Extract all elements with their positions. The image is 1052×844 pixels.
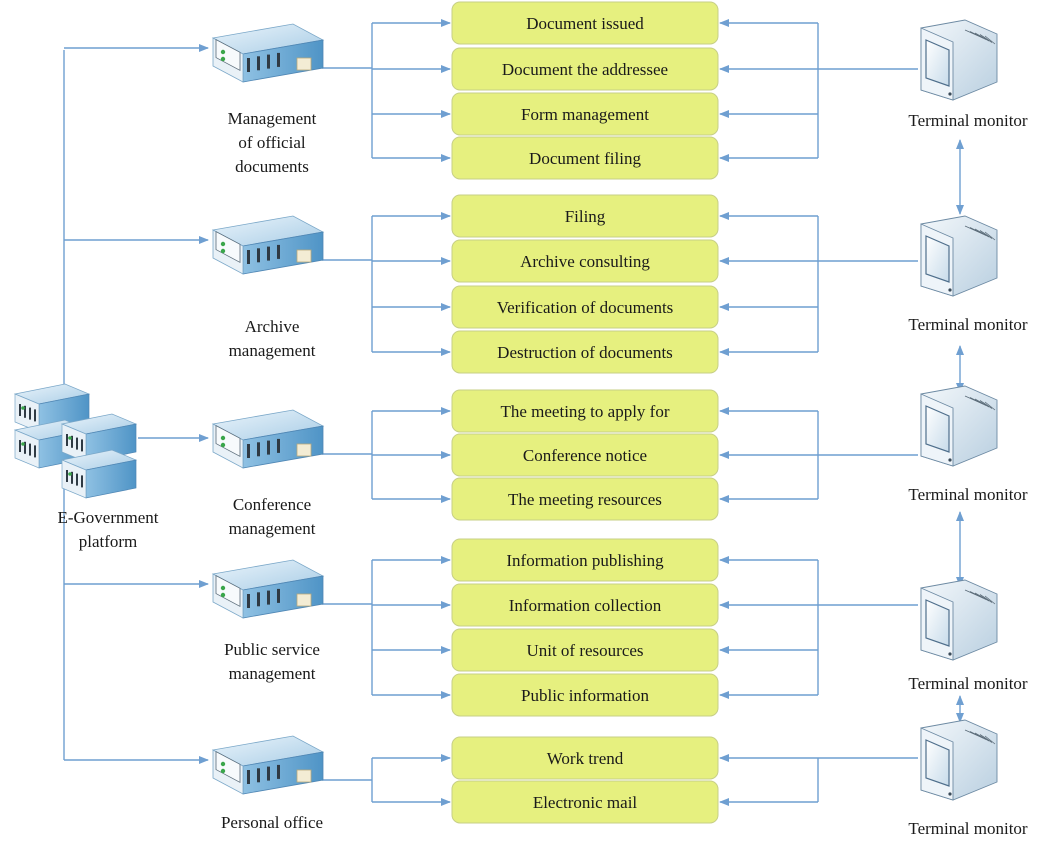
function-box-label: Information collection — [509, 596, 662, 615]
function-box-rect — [451, 628, 719, 672]
function-box-label: Filing — [565, 207, 606, 226]
terminal-label: Terminal monitor — [908, 819, 1028, 838]
function-box-rect — [451, 389, 719, 433]
module-server-icon — [211, 409, 325, 469]
function-box: The meeting resources — [451, 477, 719, 521]
function-box: Information collection — [451, 583, 719, 627]
function-box-label: Information publishing — [506, 551, 664, 570]
module-label-line: Management — [228, 109, 317, 128]
function-box-label: Conference notice — [523, 446, 647, 465]
module-label-line: Personal office — [221, 813, 323, 832]
function-box-label: Public information — [521, 686, 649, 705]
function-box: Verification of documents — [451, 285, 719, 329]
platform-server-rack-icon — [13, 383, 138, 499]
module-label-line: management — [229, 519, 316, 538]
platform-node: E-Government platform — [13, 383, 159, 551]
function-box: Work trend — [451, 736, 719, 780]
function-box-rect — [451, 47, 719, 91]
terminal-monitor-icon — [920, 215, 998, 297]
function-box-rect — [451, 433, 719, 477]
platform-server-unit — [60, 449, 138, 499]
module-server-icon — [211, 559, 325, 619]
function-box: Form management — [451, 92, 719, 136]
terminal-monitor-icon — [920, 19, 998, 101]
module-label-line: Public service — [224, 640, 320, 659]
module-server-icon — [211, 215, 325, 275]
function-box: Document filing — [451, 136, 719, 180]
terminal-monitor-icon — [920, 719, 998, 801]
terminal-label: Terminal monitor — [908, 674, 1028, 693]
function-box-rect — [451, 194, 719, 238]
function-box-label: The meeting to apply for — [500, 402, 669, 421]
module-label-line: Conference — [233, 495, 311, 514]
module-server-icon — [211, 735, 325, 795]
function-box: Destruction of documents — [451, 330, 719, 374]
terminal-label: Terminal monitor — [908, 111, 1028, 130]
module-server-icon — [211, 23, 325, 83]
function-box: Public information — [451, 673, 719, 717]
function-box: Document issued — [451, 1, 719, 45]
function-box: Information publishing — [451, 538, 719, 582]
function-box-label: The meeting resources — [508, 490, 662, 509]
function-box-label: Verification of documents — [497, 298, 674, 317]
function-box: Archive consulting — [451, 239, 719, 283]
function-box-label: Work trend — [547, 749, 624, 768]
function-box: The meeting to apply for — [451, 389, 719, 433]
function-box-rect — [451, 136, 719, 180]
function-box-label: Document issued — [526, 14, 644, 33]
module-label-line: management — [229, 341, 316, 360]
function-box-rect — [451, 736, 719, 780]
function-box-label: Unit of resources — [526, 641, 643, 660]
function-box-rect — [451, 538, 719, 582]
platform-label-line: E-Government — [57, 508, 158, 527]
module-label-line: management — [229, 664, 316, 683]
function-box-rect — [451, 1, 719, 45]
function-box-rect — [451, 239, 719, 283]
function-box: Filing — [451, 194, 719, 238]
function-box-rect — [451, 780, 719, 824]
function-box-rect — [451, 583, 719, 627]
function-box-rect — [451, 330, 719, 374]
connector-lines — [63, 19, 964, 806]
function-box-label: Document filing — [529, 149, 641, 168]
function-box-label: Archive consulting — [520, 252, 650, 271]
function-box-rect — [451, 285, 719, 329]
function-box: Conference notice — [451, 433, 719, 477]
platform-label-line: platform — [79, 532, 138, 551]
terminal-label: Terminal monitor — [908, 485, 1028, 504]
terminal-monitor-icon — [920, 385, 998, 467]
module-label-line: Archive — [245, 317, 300, 336]
function-box-rect — [451, 673, 719, 717]
module-label-line: documents — [235, 157, 309, 176]
function-box-rect — [451, 477, 719, 521]
terminal-label: Terminal monitor — [908, 315, 1028, 334]
module-label-line: of official — [238, 133, 305, 152]
function-box: Unit of resources — [451, 628, 719, 672]
function-box: Document the addressee — [451, 47, 719, 91]
function-box-label: Destruction of documents — [497, 343, 673, 362]
function-box: Electronic mail — [451, 780, 719, 824]
function-box-label: Form management — [521, 105, 649, 124]
function-box-label: Electronic mail — [533, 793, 638, 812]
function-box-label: Document the addressee — [502, 60, 668, 79]
function-box-rect — [451, 92, 719, 136]
terminal-monitor-icon — [920, 579, 998, 661]
